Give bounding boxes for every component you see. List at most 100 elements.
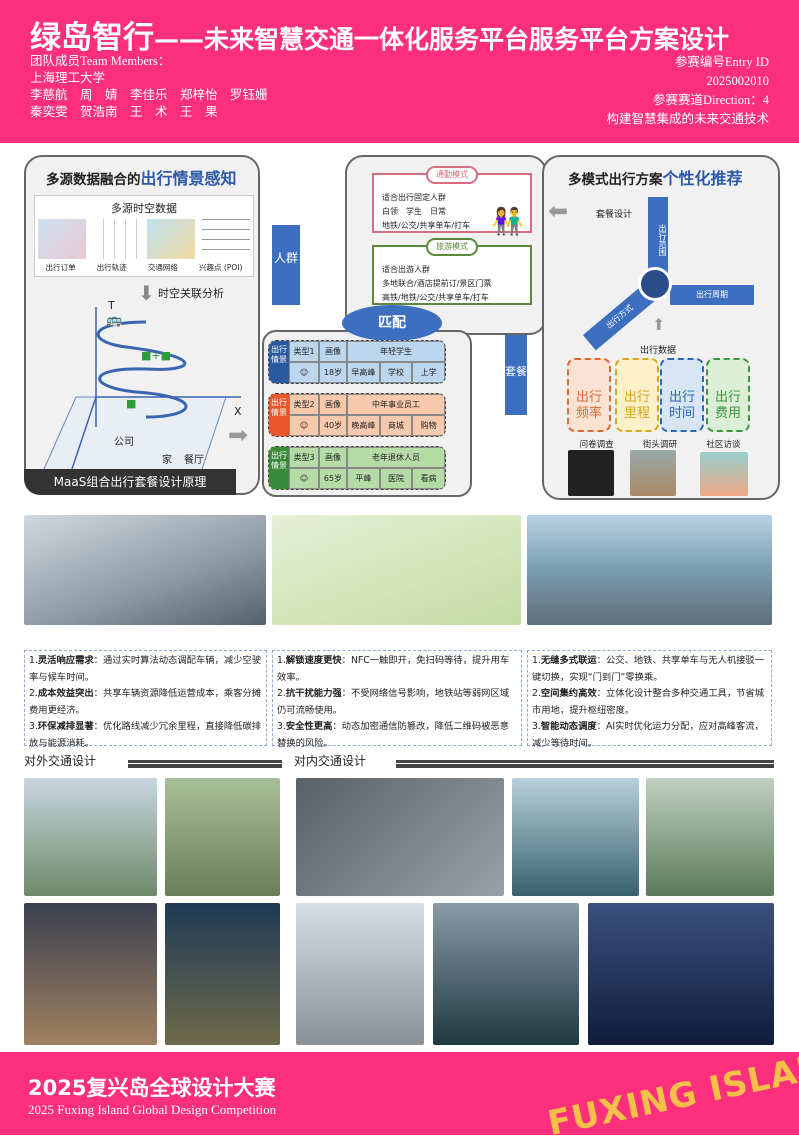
bike-unlock-illustration bbox=[272, 515, 521, 625]
profile-persona: 年轻学生 bbox=[347, 341, 445, 362]
avatar: ☺ bbox=[289, 415, 319, 436]
avatar: ☺ bbox=[289, 468, 319, 489]
axis-x-label: X bbox=[234, 405, 242, 418]
members-line: 李慈航 周 婧 李佳乐 郑梓怡 罗钰姗 bbox=[30, 88, 268, 102]
divider bbox=[396, 760, 774, 768]
profile-persona: 中年事业员工 bbox=[347, 394, 445, 415]
commute-mode-card: 通勤模式 适合出行固定人群白领 学生 日常地铁/公交/共享单车/打车 👫 bbox=[372, 166, 532, 237]
survey-label: 问卷调查 bbox=[579, 440, 614, 450]
team-info: 团队成员Team Members： 上海理工大学 李慈航 周 婧 李佳乐 郑梓怡… bbox=[30, 53, 268, 121]
profile-persona: 老年退休人员 bbox=[347, 447, 445, 468]
factor-frequency: 出行频率 bbox=[567, 358, 611, 432]
bike-station-photo bbox=[296, 903, 424, 1045]
map-network-photo bbox=[165, 903, 280, 1045]
up-arrow-icon: ⬆ bbox=[652, 315, 666, 334]
package-arrow: 套餐 bbox=[505, 335, 527, 415]
mode-line: 适合出行固定人群 bbox=[382, 193, 446, 202]
cycling-lane-photo bbox=[433, 903, 579, 1045]
profile-tag: 医院 bbox=[379, 468, 413, 489]
poster-title: 绿岛智行——未来智慧交通一体化服务平台服务平台方案设计 bbox=[30, 12, 729, 57]
recommendation-panel: 多模式出行方案个性化推荐 ⬅ 套餐设计 出行范围 出行周期 出行方式 ⬆ 出行数… bbox=[542, 155, 780, 500]
fuxing-island-logo: FUXING ISLAND bbox=[544, 1039, 799, 1144]
profile-tag: 学校 bbox=[379, 362, 413, 383]
shuttle-bus-illustration bbox=[24, 515, 266, 625]
data-label: 出行数据 bbox=[640, 346, 677, 356]
street-survey-image bbox=[630, 450, 676, 496]
poi-grid-image bbox=[201, 219, 250, 259]
profile-type: 类型2 bbox=[289, 394, 319, 415]
survey-labels: 问卷调查街头调研社区访谈 bbox=[565, 438, 755, 450]
match-badge: 匹配 bbox=[342, 305, 442, 341]
drone-delivery-photo bbox=[165, 778, 280, 896]
profile-label: 画像 bbox=[319, 394, 347, 415]
profile-tag: 购物 bbox=[412, 415, 445, 436]
down-arrow-icon: ⬇ bbox=[138, 281, 155, 305]
place-home: 家 bbox=[162, 455, 172, 466]
axis-t-label: T bbox=[108, 299, 115, 312]
profile-side: 出行情景 bbox=[269, 447, 289, 489]
venn-icon bbox=[638, 267, 672, 301]
data-sources: 多源时空数据 出行订单出行轨迹交通网络兴趣点 (POI) bbox=[34, 195, 254, 277]
entry-id: 2025002010 bbox=[706, 74, 770, 88]
profile-tag: 上学 bbox=[412, 362, 445, 383]
factor-distance: 出行里程 bbox=[615, 358, 659, 432]
factor-time: 出行时间 bbox=[660, 358, 704, 432]
title-sub: ——未来智慧交通一体化服务平台服务平台方案设计 bbox=[154, 25, 730, 54]
park-path-photo bbox=[646, 778, 774, 896]
analysis-label: 时空关联分析 bbox=[158, 287, 224, 300]
autonomous-pod-photo bbox=[296, 778, 504, 896]
mode-line: 多地联合/酒店提前订/景区门票 bbox=[382, 279, 492, 288]
profile-age: 18岁 bbox=[319, 362, 347, 383]
competition-title-en: 2025 Fuxing Island Global Design Competi… bbox=[28, 1102, 277, 1117]
source-label: 出行订单 bbox=[45, 263, 76, 272]
logistics-warehouse-photo bbox=[24, 903, 157, 1045]
profile-side: 出行情景 bbox=[269, 341, 289, 383]
mode-line: 白领 学生 日常 bbox=[382, 207, 446, 216]
svg-text:■+■: ■+■ bbox=[141, 349, 171, 362]
place-restaurant: 餐厅 bbox=[184, 455, 204, 466]
travel-mode-card: 旅游模式 适合出游人群多地联合/酒店提前订/景区门票高铁/地铁/公交/共享单车/… bbox=[372, 238, 532, 305]
profile-tag: 早高峰 bbox=[347, 362, 380, 383]
panel-title: 多源数据融合的出行情景感知 bbox=[46, 169, 237, 188]
svg-text:■: ■ bbox=[126, 397, 136, 410]
crowd-arrow: 人群 bbox=[272, 225, 300, 305]
profile-tag: 看病 bbox=[412, 468, 445, 489]
network-map-image bbox=[147, 219, 196, 259]
source-label: 交通网络 bbox=[147, 263, 178, 272]
commute-tag: 通勤模式 bbox=[426, 166, 478, 184]
mode-line: 适合出游人群 bbox=[382, 265, 430, 274]
feature-box: 1.无缝多式联运：公交、地铁、共享单车与无人机接驳一键切换，实现“门到门”零换乘… bbox=[527, 650, 772, 749]
svg-text:🚌: 🚌 bbox=[106, 313, 122, 328]
axis-period: 出行周期 bbox=[670, 285, 754, 305]
community-interview-image bbox=[700, 452, 748, 496]
profile-label: 画像 bbox=[319, 341, 347, 362]
helicopter-photo bbox=[24, 778, 157, 896]
profile-tag: 商城 bbox=[379, 415, 413, 436]
axis-range: 出行范围 bbox=[648, 197, 668, 277]
questionnaire-image bbox=[568, 450, 614, 496]
people-icon: 👫 bbox=[491, 207, 524, 237]
data-sources-title: 多源时空数据 bbox=[111, 202, 177, 215]
members-label: 团队成员Team Members： bbox=[30, 54, 171, 68]
school: 上海理工大学 bbox=[30, 71, 106, 85]
place-company: 公司 bbox=[114, 437, 134, 448]
profile-tag: 晚高峰 bbox=[347, 415, 380, 436]
source-label: 兴趣点 (POI) bbox=[199, 263, 243, 272]
trajectory-image bbox=[92, 219, 141, 259]
right-arrow-icon: ➡ bbox=[228, 421, 249, 449]
scenario-perception-panel: 多源数据融合的出行情景感知 多源时空数据 出行订单出行轨迹交通网络兴趣点 (PO… bbox=[24, 155, 260, 495]
section-internal: 对内交通设计 bbox=[294, 754, 367, 768]
feature-box: 1.解锁速度更快：NFC一触即开，免扫码等待，提升用车效率。 2.抗干扰能力强：… bbox=[272, 650, 522, 749]
diagram-caption: MaaS组合出行套餐设计原理 bbox=[24, 469, 236, 495]
package-design-label: 套餐设计 bbox=[596, 210, 633, 220]
profile-tag: 平峰 bbox=[347, 468, 380, 489]
survey-label: 社区访谈 bbox=[706, 440, 741, 450]
profile-label: 画像 bbox=[319, 447, 347, 468]
mode-line: 高铁/地铁/公交/共享单车/打车 bbox=[382, 293, 489, 302]
smart-bike-photo bbox=[512, 778, 639, 896]
profile-age: 40岁 bbox=[319, 415, 347, 436]
poster-header: 绿岛智行——未来智慧交通一体化服务平台服务平台方案设计 团队成员Team Mem… bbox=[0, 0, 799, 143]
